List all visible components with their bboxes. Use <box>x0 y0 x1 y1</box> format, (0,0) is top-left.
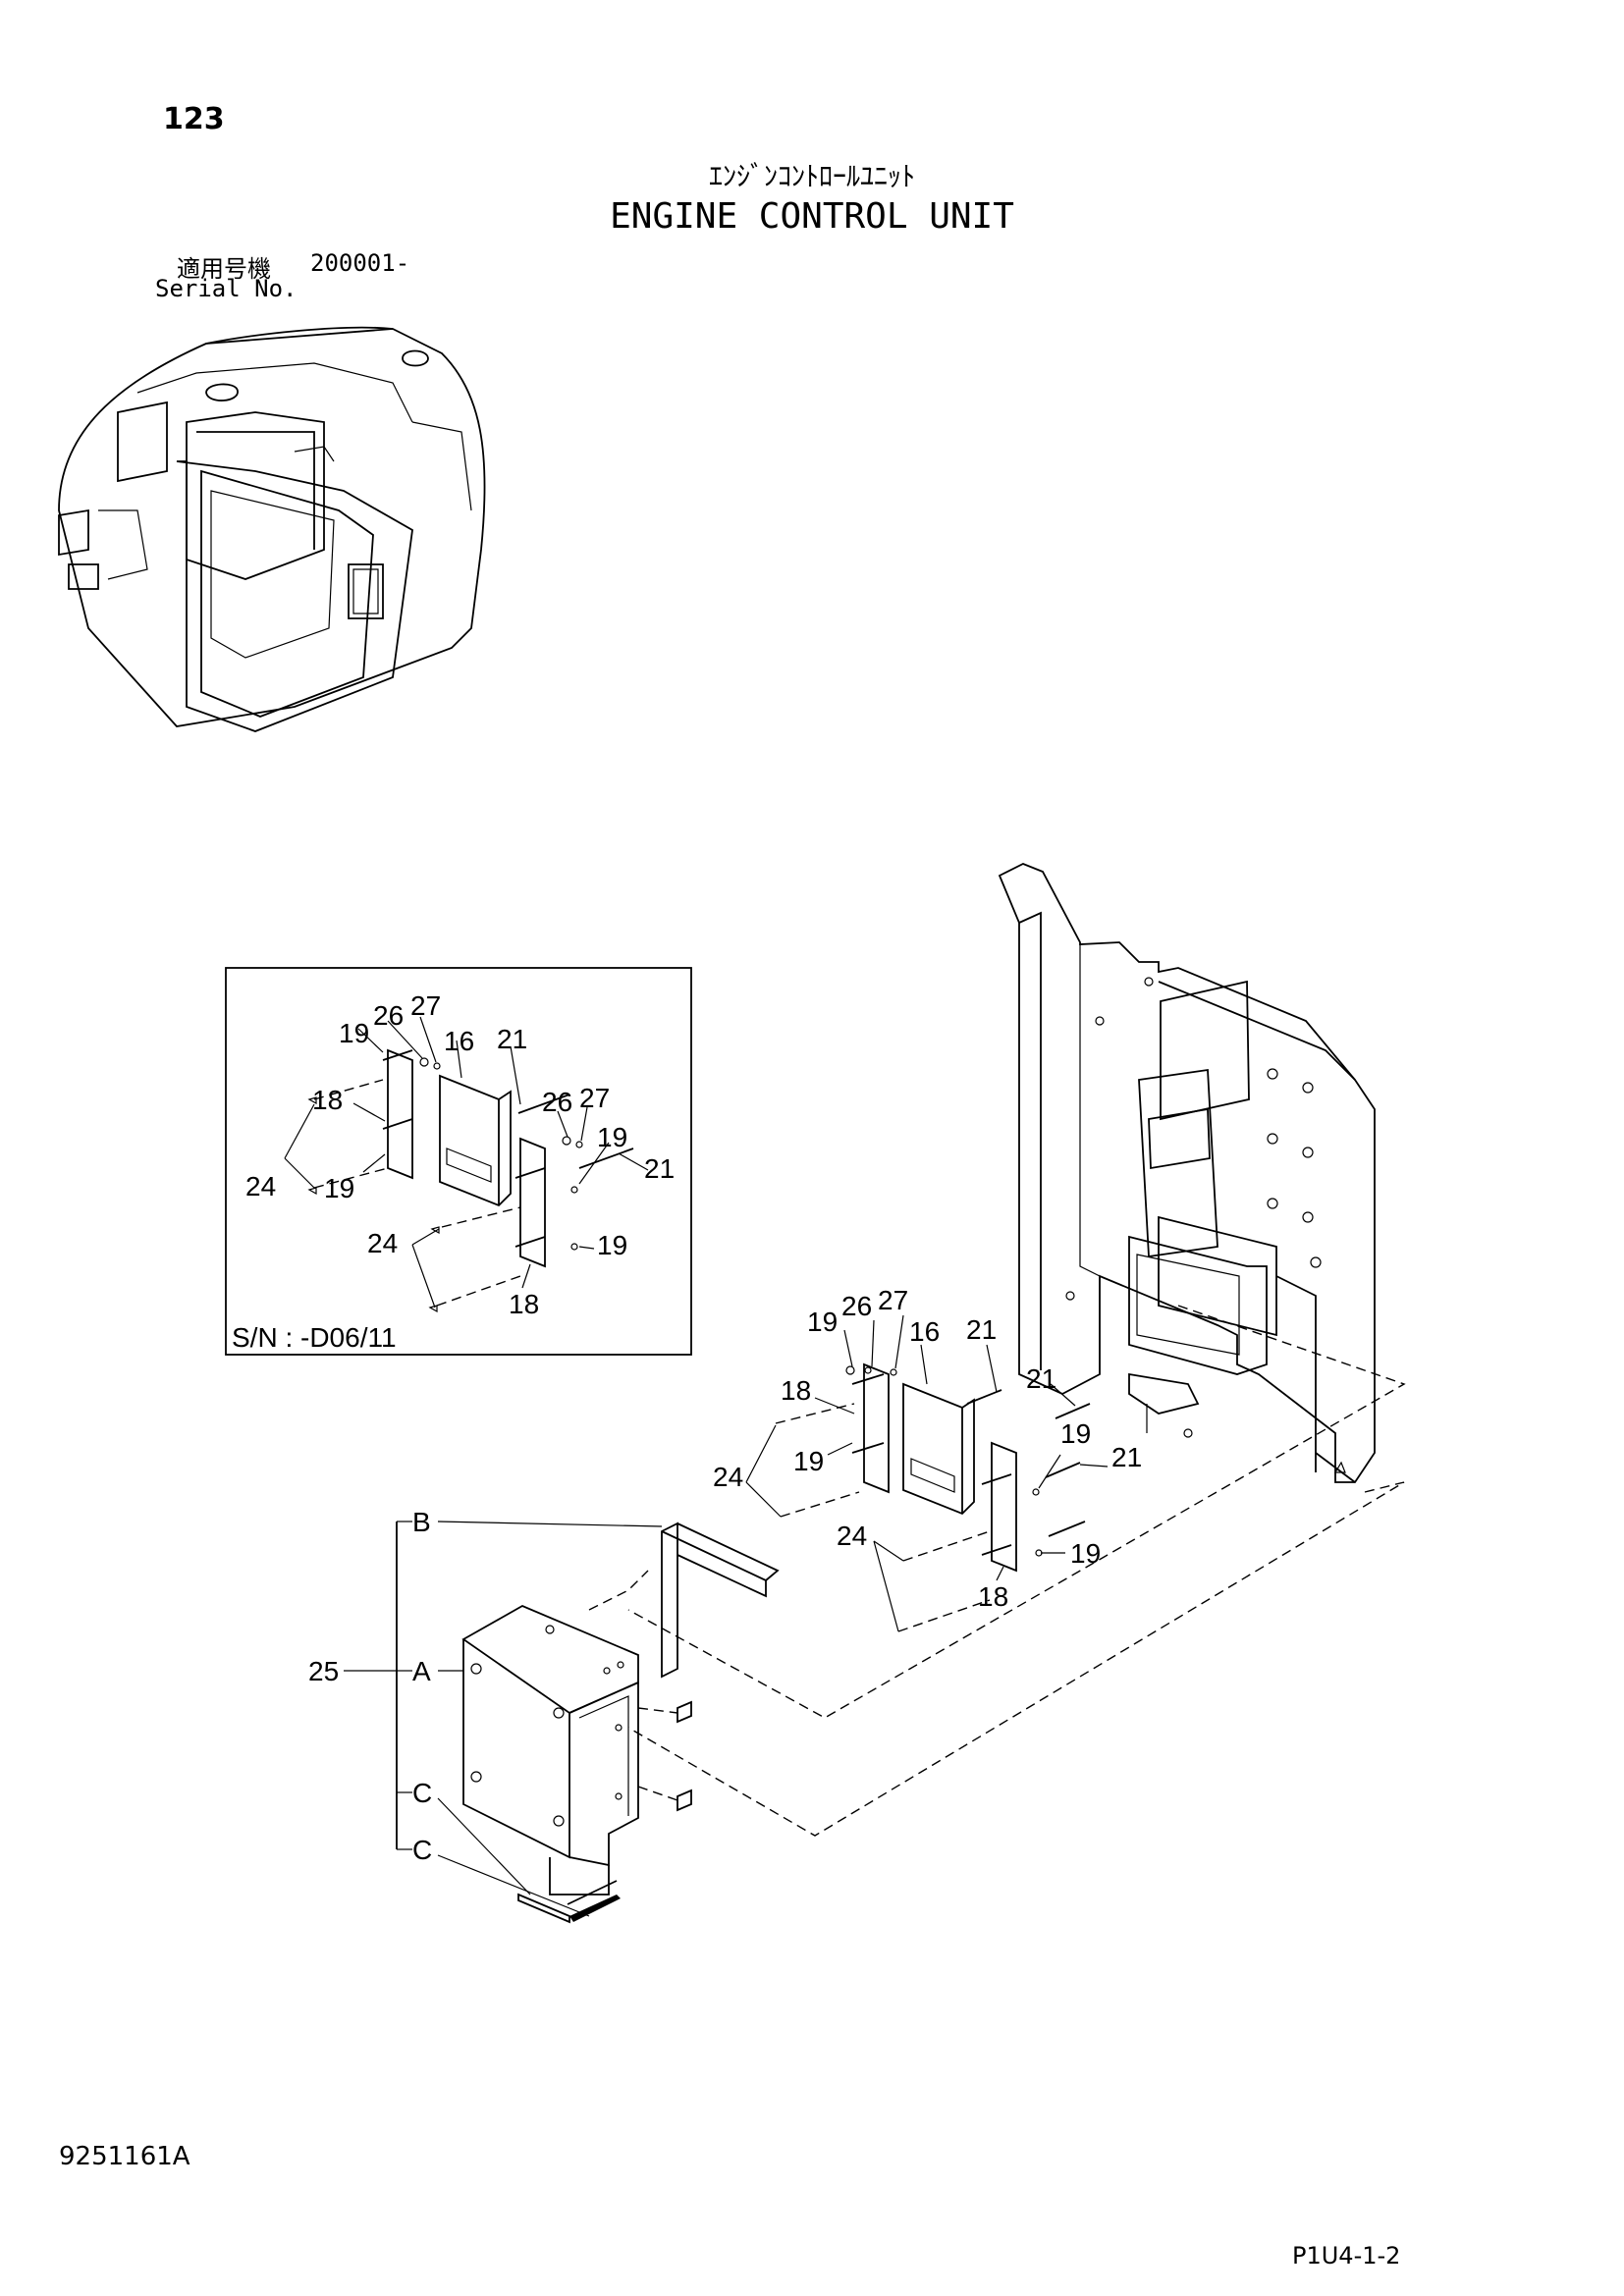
inset-callout-24-lower: 24 <box>367 1228 398 1258</box>
inset-callout-19: 19 <box>339 1018 369 1048</box>
inset-callout-18: 18 <box>312 1085 343 1115</box>
inset-detail-box: 19 26 27 16 21 18 26 27 19 24 19 21 24 1… <box>225 967 692 1356</box>
inset-caption: S/N : -D06/11 <box>232 1322 397 1353</box>
inset-callout-16: 16 <box>444 1026 474 1056</box>
callout-19-lower: 19 <box>1070 1538 1101 1569</box>
serial-label-english: Serial No. <box>155 275 298 302</box>
page-number: 123 <box>163 102 225 136</box>
page-code: P1U4-1-2 <box>1292 2242 1401 2269</box>
callout-18: 18 <box>781 1375 811 1406</box>
main-exploded-parts: 19 26 27 16 21 18 21 24 19 19 21 24 19 1… <box>713 1285 1142 1632</box>
inset-callout-19-right: 19 <box>597 1122 627 1152</box>
callout-letter-c-upper: C <box>412 1778 432 1808</box>
callout-18-lower: 18 <box>978 1581 1008 1612</box>
machine-overview-illustration <box>58 326 486 732</box>
serial-label-japanese: 適用号機 <box>177 255 271 283</box>
mounting-frame-panel <box>627 863 1406 1837</box>
title-japanese: ｴﾝｼﾞﾝｺﾝﾄﾛｰﾙﾕﾆｯﾄ <box>708 160 915 192</box>
callout-19-right: 19 <box>1060 1418 1091 1449</box>
callout-21: 21 <box>966 1314 997 1345</box>
title-english: ENGINE CONTROL UNIT <box>610 196 1014 237</box>
inset-callout-21: 21 <box>497 1024 527 1054</box>
cover-assembly: B A C C 25 <box>308 1507 780 1924</box>
inset-callout-24: 24 <box>245 1171 276 1201</box>
callout-letter-b: B <box>412 1507 431 1537</box>
callout-16: 16 <box>909 1316 940 1347</box>
callout-21-right: 21 <box>1111 1442 1142 1472</box>
callout-24-lower: 24 <box>837 1521 867 1551</box>
callout-21-upper-right: 21 <box>1026 1363 1056 1394</box>
inset-callout-19-lower: 19 <box>597 1230 627 1260</box>
inset-callout-19-left: 19 <box>324 1173 354 1203</box>
inset-callout-27: 27 <box>410 990 441 1021</box>
callout-letter-a: A <box>412 1656 431 1686</box>
callout-27: 27 <box>878 1285 908 1315</box>
inset-callout-21-right: 21 <box>644 1153 675 1184</box>
serial-number-value: 200001- <box>310 249 410 277</box>
document-code: 9251161A <box>59 2142 190 2171</box>
callout-19: 19 <box>807 1307 838 1337</box>
inset-callout-18-lower: 18 <box>509 1289 539 1319</box>
callout-26: 26 <box>841 1291 872 1321</box>
callout-letter-c-lower: C <box>412 1835 432 1865</box>
inset-callout-26-right: 26 <box>542 1087 572 1117</box>
callout-19-left: 19 <box>793 1446 824 1476</box>
inset-callout-26: 26 <box>373 1000 404 1031</box>
callout-24: 24 <box>713 1462 743 1492</box>
inset-callout-27-right: 27 <box>579 1083 610 1113</box>
callout-25: 25 <box>308 1656 339 1686</box>
